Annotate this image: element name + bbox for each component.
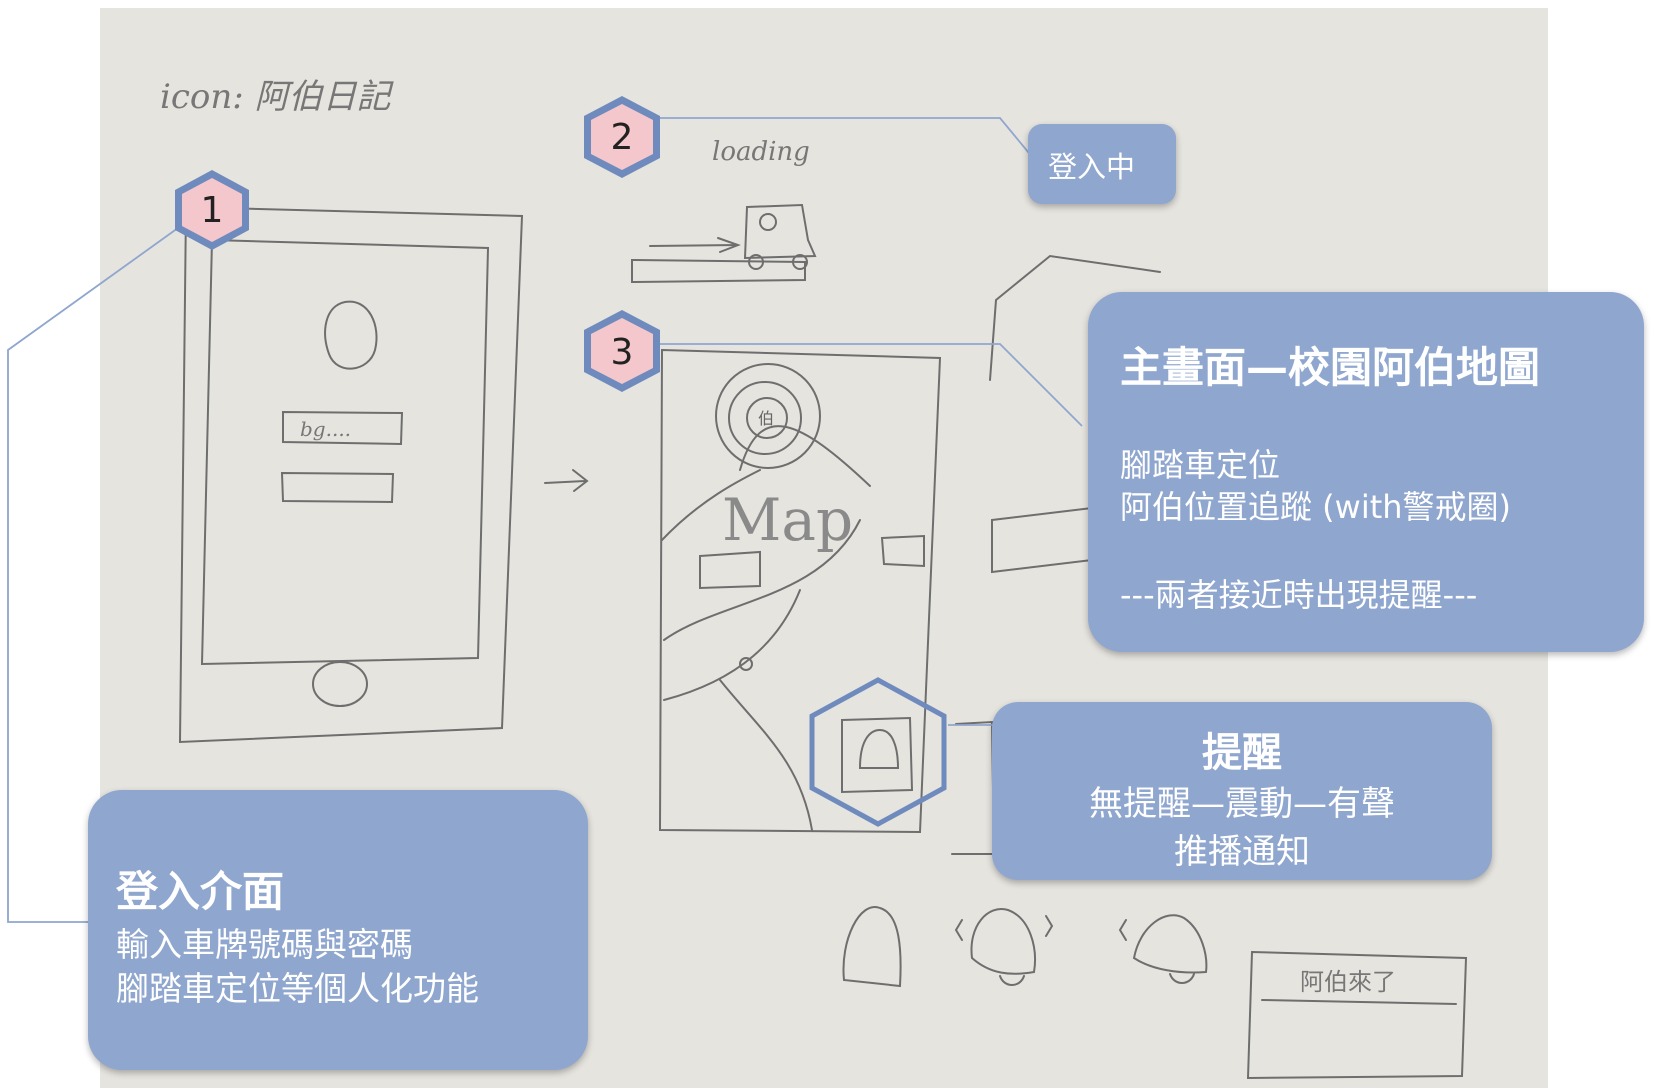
connector-loading — [660, 117, 1039, 165]
map-pin-label: 伯 — [758, 409, 774, 428]
step-number-3: 3 — [611, 332, 634, 373]
callout-reminder-line1: 無提醒—震動—有聲 — [1089, 784, 1395, 824]
callout-loading: 登入中 — [1028, 124, 1176, 204]
callout-login-line2: 腳踏車定位等個人化功能 — [116, 969, 479, 1008]
phone-sketch-map — [658, 348, 942, 834]
step-number-2: 2 — [611, 117, 634, 158]
callout-main-line3: ---兩者接近時出現提醒--- — [1120, 576, 1478, 614]
bell-card-sketch — [841, 716, 914, 794]
step-number-1: 1 — [201, 190, 224, 231]
icon-note-text: icon: 阿伯日記 — [160, 77, 395, 117]
loading-text: loading — [712, 137, 810, 167]
callout-login-title: 登入介面 — [116, 867, 285, 916]
step-badge-3: 3 — [584, 310, 660, 392]
flow-arrow — [544, 469, 589, 492]
callout-reminder-title: 提醒 — [1202, 730, 1282, 776]
bell-highlight-hexagon — [809, 677, 947, 827]
step-badge-2: 2 — [584, 96, 660, 178]
username-field-text: bg.... — [300, 417, 351, 441]
callout-login: 登入介面 輸入車牌號碼與密碼 腳踏車定位等個人化功能 — [88, 790, 588, 1070]
callout-reminder-line2: 推播通知 — [1174, 832, 1310, 872]
callout-main-line1: 腳踏車定位 — [1120, 446, 1281, 484]
bell-sketches — [842, 905, 1208, 988]
loading-truck-sketch — [631, 203, 817, 284]
callout-reminder: 提醒 無提醒—震動—有聲 推播通知 — [992, 702, 1492, 880]
callout-loading-title: 登入中 — [1048, 150, 1136, 184]
map-text: Map — [722, 486, 853, 554]
connector-login — [7, 227, 179, 923]
callout-main-title: 主畫面—校園阿伯地圖 — [1120, 343, 1541, 392]
callout-main-screen: 主畫面—校園阿伯地圖 腳踏車定位 阿伯位置追蹤 (with警戒圈) ---兩者接… — [1088, 292, 1644, 652]
notification-card-sketch — [1246, 950, 1468, 1080]
connector-main — [660, 343, 1083, 427]
callout-main-line2: 阿伯位置追蹤 (with警戒圈) — [1120, 488, 1512, 526]
phone-sketch-login — [178, 205, 524, 744]
callout-login-line1: 輸入車牌號碼與密碼 — [116, 925, 413, 964]
step-badge-1: 1 — [175, 170, 249, 250]
notification-sketch-text: 阿伯來了 — [1300, 968, 1396, 996]
